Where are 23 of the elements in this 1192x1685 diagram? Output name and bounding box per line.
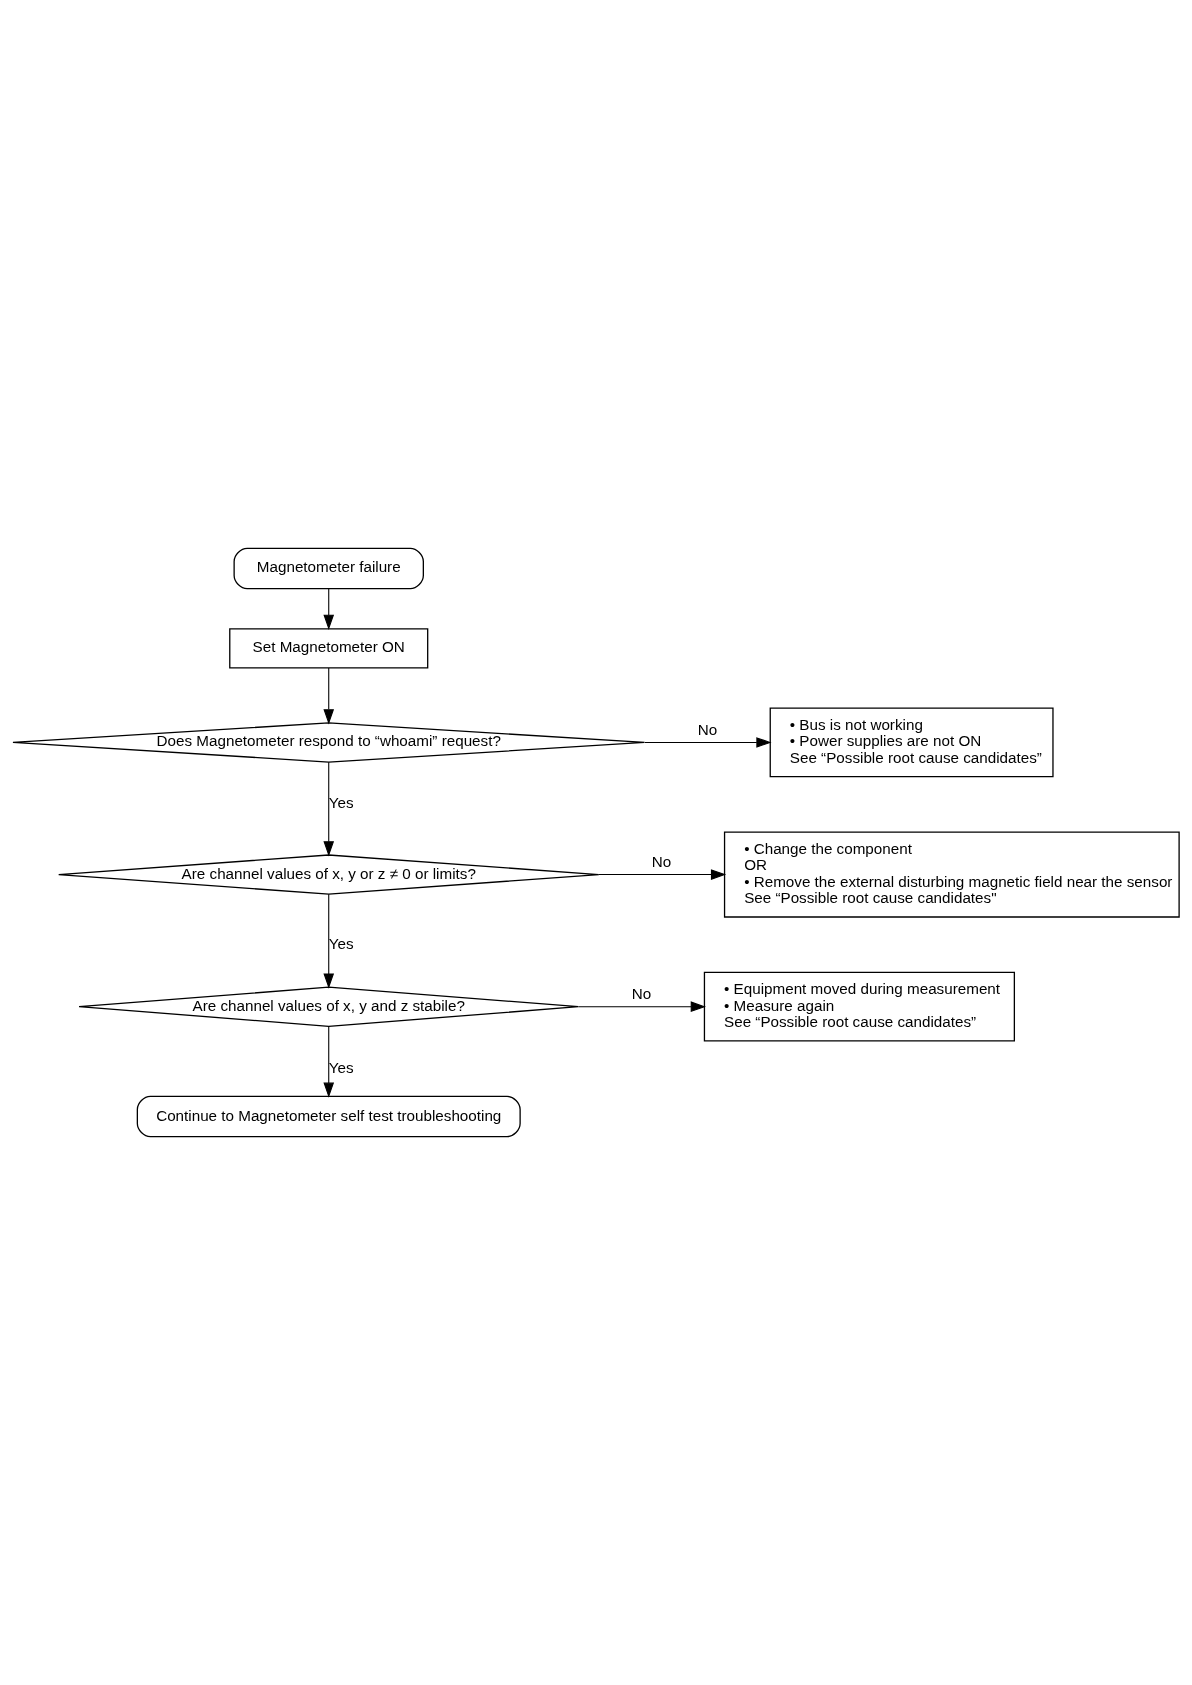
- edge-label: No: [651, 853, 672, 871]
- node-diamond: Are channel values of x, y and z stabile?: [78, 986, 580, 1027]
- node-box: Magnetometer failure: [233, 547, 424, 590]
- node-box: • Equipment moved during measurement • Measure again See “Possible root cause candidates”: [703, 971, 1015, 1042]
- arrow: [578, 1001, 706, 1013]
- arrow: [323, 893, 335, 989]
- arrow: [644, 737, 772, 748]
- node-box: • Bus is not working • Power supplies are not ON See “Possible root cause candidates”: [769, 707, 1054, 778]
- edge-label: No: [697, 721, 718, 739]
- arrow: [323, 667, 335, 725]
- edge-label: Yes: [328, 1058, 354, 1076]
- node-box: Set Magnetometer ON: [229, 628, 429, 669]
- edge-label: Yes: [328, 934, 354, 952]
- node-box: • Change the component OR • Remove the external disturbing magnetic field near the sensor See “Possible root cause candidates": [723, 831, 1180, 918]
- node-diamond: Are channel values of x, y or z ≠ 0 or limits?: [58, 854, 600, 895]
- arrow: [598, 869, 727, 880]
- edge-label: Yes: [328, 794, 354, 812]
- edge-label: No: [631, 985, 652, 1003]
- arrow: [323, 1026, 335, 1098]
- arrow: [323, 588, 335, 630]
- arrow: [323, 761, 335, 857]
- node-box: Continue to Magnetometer self test troubleshooting: [136, 1095, 521, 1138]
- node-diamond: Does Magnetometer respond to “whoami” request?: [12, 722, 646, 763]
